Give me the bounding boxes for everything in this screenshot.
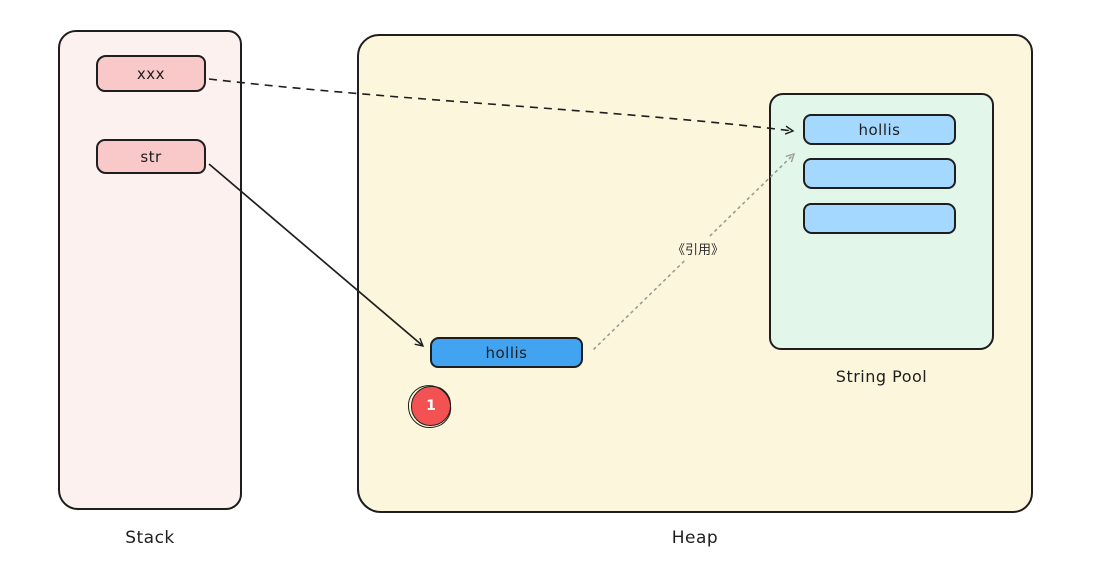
pool-slot-label: hollis xyxy=(858,120,901,139)
string-pool-label: String Pool xyxy=(835,367,928,386)
step-badge: 1 xyxy=(411,386,451,426)
reference-annotation: 《引用》 xyxy=(668,238,729,259)
pool-slot: hollis xyxy=(803,114,956,145)
pool-slot xyxy=(803,203,956,234)
pool-slot xyxy=(803,158,956,189)
stack-variable-xxx: xxx xyxy=(96,55,206,92)
stack-label: Stack xyxy=(125,528,175,548)
stack-variable-str: str xyxy=(96,139,206,174)
heap-label: Heap xyxy=(671,528,719,548)
heap-string-object: hollis xyxy=(430,337,583,368)
step-badge-number: 1 xyxy=(426,398,436,414)
heap-string-object-label: hollis xyxy=(485,343,528,362)
stack-variable-xxx-label: xxx xyxy=(136,64,166,83)
stack-container xyxy=(58,30,242,510)
stack-variable-str-label: str xyxy=(140,147,162,166)
